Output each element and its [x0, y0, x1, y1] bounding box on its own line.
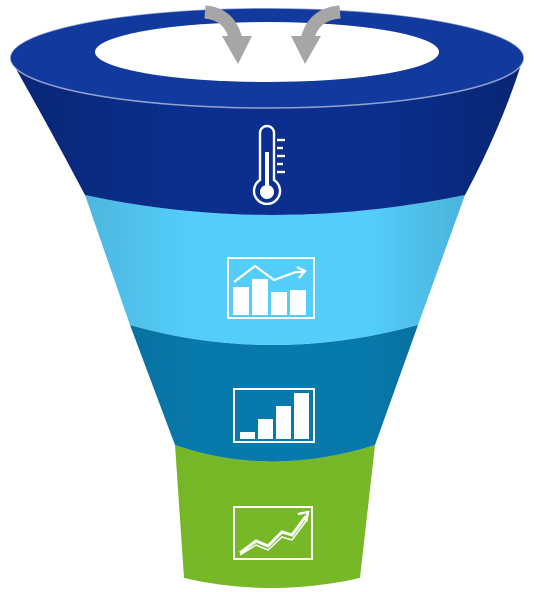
ascending-bars-icon — [233, 388, 315, 443]
funnel-shading — [12, 62, 522, 588]
funnel-rim-edge — [9, 7, 525, 109]
curved-arrow-down-left-icon — [291, 5, 341, 64]
bar-chart-trend-icon — [227, 257, 315, 319]
funnel-opening — [95, 22, 439, 82]
line-growth-icon — [233, 506, 313, 560]
thermometer-icon — [252, 124, 285, 206]
curved-arrow-down-right-icon — [204, 5, 252, 64]
inflow-arrows — [204, 5, 341, 64]
